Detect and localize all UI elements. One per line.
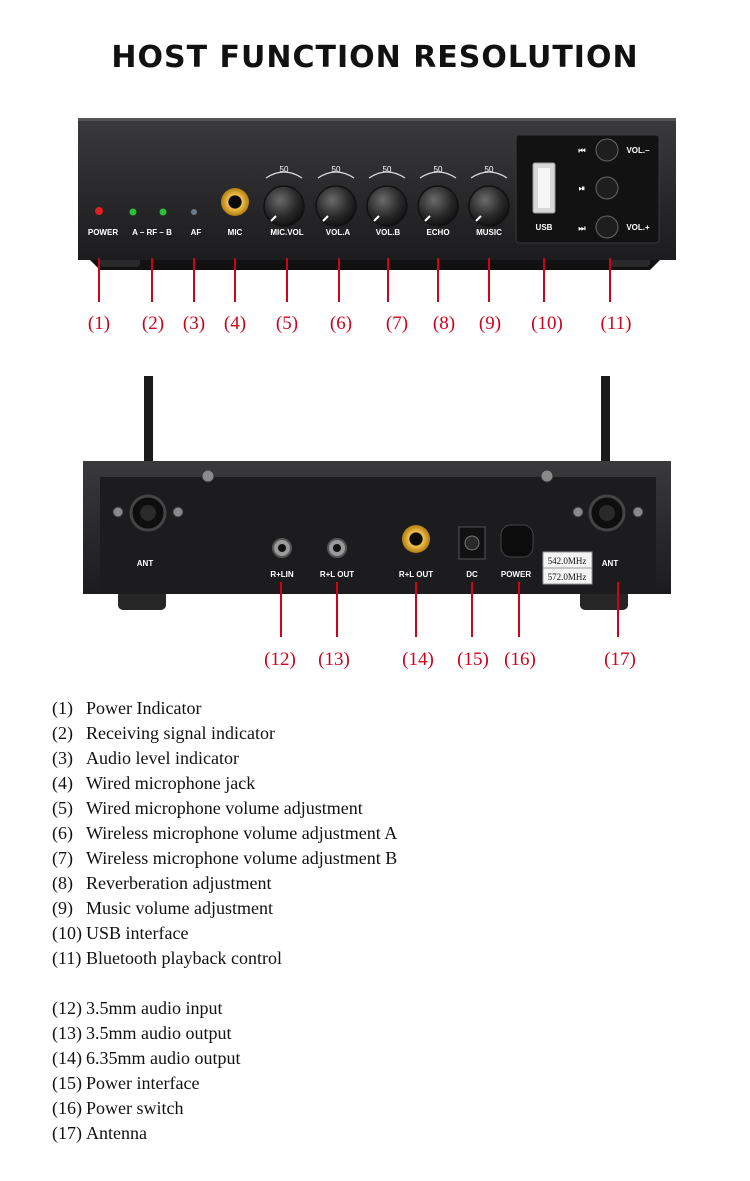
svg-text:50: 50 — [485, 165, 494, 174]
callout-17: (17) — [604, 649, 636, 670]
usb-label: USB — [536, 223, 553, 232]
legend-item: (5)Wired microphone volume adjustment — [52, 798, 363, 818]
svg-text:VOL.A: VOL.A — [326, 228, 351, 237]
prev-icon: ⏮ — [578, 146, 585, 155]
callout-7: (7) — [386, 313, 408, 334]
legend-item: (15)Power interface — [52, 1073, 200, 1093]
rf-label: A – RF – B — [132, 228, 172, 237]
callout-13: (13) — [318, 649, 350, 670]
callout-16: (16) — [504, 649, 536, 670]
front-leader-lines — [98, 258, 611, 302]
legend-item: (8)Reverberation adjustment — [52, 873, 272, 893]
legend-item: (17)Antenna — [52, 1123, 147, 1143]
legend-item: (12)3.5mm audio input — [52, 998, 223, 1018]
callout-1: (1) — [88, 313, 110, 334]
vol-down-button — [595, 138, 619, 162]
callout-10: (10) — [531, 313, 563, 334]
svg-text:50: 50 — [280, 165, 289, 174]
legend-item: (11)Bluetooth playback control — [52, 948, 282, 968]
callout-4: (4) — [224, 313, 246, 334]
frequency-2: 572.0MHz — [548, 572, 587, 582]
out-635-label: R+L OUT — [399, 570, 433, 579]
vol-down-label: VOL.– — [626, 146, 650, 155]
svg-text:50: 50 — [434, 165, 443, 174]
line-out-label: R+L OUT — [320, 570, 354, 579]
svg-text:MIC.VOL: MIC.VOL — [270, 228, 303, 237]
legend-item: (7)Wireless microphone volume adjustment… — [52, 848, 398, 868]
svg-text:50: 50 — [383, 165, 392, 174]
legend-item: (3)Audio level indicator — [52, 748, 239, 768]
legend-item: (16)Power switch — [52, 1098, 184, 1118]
callout-3: (3) — [183, 313, 205, 334]
front-panel: POWER A – RF – B AF MIC 50 MIC.VOL 50 VO… — [78, 118, 676, 270]
legend-rear: (12)3.5mm audio input (13)3.5mm audio ou… — [52, 996, 241, 1146]
callout-8: (8) — [433, 313, 455, 334]
power-led-icon — [95, 207, 103, 215]
legend-item: (6)Wireless microphone volume adjustment… — [52, 823, 398, 843]
legend-front: (1)Power Indicator (2)Receiving signal i… — [52, 696, 397, 971]
svg-text:50: 50 — [332, 165, 341, 174]
ant-right-label: ANT — [602, 559, 619, 568]
power-switch-icon — [500, 524, 534, 558]
svg-text:VOL.B: VOL.B — [376, 228, 401, 237]
antenna-right-icon — [601, 376, 610, 506]
knob-music: 50 MUSIC — [468, 165, 510, 237]
power-label: POWER — [88, 228, 118, 237]
play-button — [595, 176, 619, 200]
power-switch-label: POWER — [501, 570, 531, 579]
device-diagram: POWER A – RF – B AF MIC 50 MIC.VOL 50 VO… — [78, 118, 676, 670]
rear-leader-lines — [280, 582, 619, 637]
legend-item: (13)3.5mm audio output — [52, 1023, 232, 1043]
legend-item: (4)Wired microphone jack — [52, 773, 256, 793]
vol-up-label: VOL.+ — [626, 223, 650, 232]
af-label: AF — [191, 228, 202, 237]
af-led-icon — [191, 209, 197, 215]
knob-vol-b: 50 VOL.B — [366, 165, 408, 237]
legend-item: (14)6.35mm audio output — [52, 1048, 241, 1068]
legend-item: (10)USB interface — [52, 923, 189, 943]
callout-2: (2) — [142, 313, 164, 334]
callout-11: (11) — [601, 313, 632, 334]
ant-left-label: ANT — [137, 559, 154, 568]
legend-item: (9)Music volume adjustment — [52, 898, 273, 918]
legend-item: (1)Power Indicator — [52, 698, 202, 718]
callout-5: (5) — [276, 313, 298, 334]
callout-14: (14) — [402, 649, 434, 670]
mic-label: MIC — [228, 228, 243, 237]
callout-9: (9) — [479, 313, 501, 334]
rf-a-led-icon — [129, 208, 137, 216]
svg-text:ECHO: ECHO — [426, 228, 449, 237]
knob-echo: 50 ECHO — [417, 165, 459, 237]
callout-6: (6) — [330, 313, 352, 334]
knob-mic-vol: 50 MIC.VOL — [263, 165, 305, 237]
page-title: HOST FUNCTION RESOLUTION — [111, 40, 639, 75]
rf-b-led-icon — [159, 208, 167, 216]
svg-text:MUSIC: MUSIC — [476, 228, 502, 237]
dc-label: DC — [466, 570, 478, 579]
callout-15: (15) — [457, 649, 489, 670]
next-icon: ⏭ — [578, 224, 586, 233]
rear-callouts: (12) (13) (14) (15) (16) (17) — [264, 649, 636, 670]
knob-vol-a: 50 VOL.A — [315, 165, 357, 237]
line-in-label: R+LIN — [270, 570, 294, 579]
play-pause-icon: ⏯ — [579, 184, 585, 193]
legend-item: (2)Receiving signal indicator — [52, 723, 275, 743]
callout-12: (12) — [264, 649, 296, 670]
vol-up-button — [595, 215, 619, 239]
antenna-left-icon — [144, 376, 153, 506]
frequency-1: 542.0MHz — [548, 556, 587, 566]
rear-panel: ANT R+LIN R+L OUT R+L OUT DC POWER 542.0… — [83, 376, 671, 610]
front-callouts: (1) (2) (3) (4) (5) (6) (7) (8) (9) (10)… — [88, 313, 632, 334]
